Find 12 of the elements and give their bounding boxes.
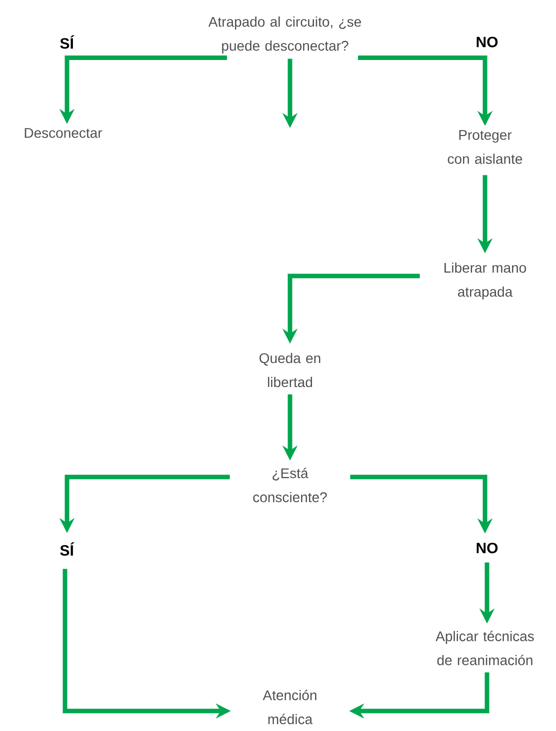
answer-label: NO (476, 542, 498, 554)
step-text: Aplicar técnicas de reanimación (436, 630, 534, 666)
step-text: ¿Está consciente? (253, 468, 327, 502)
step-text: Queda en libertad (260, 352, 320, 388)
step-text: Atención médica (262, 690, 316, 724)
edge-label: SÍ (58, 34, 76, 50)
step-text: Liberar mano atrapada (444, 262, 526, 300)
step-text: Atrapado al circuito, ¿se puede desconectar? (208, 16, 361, 54)
step-text: Desconectar (24, 128, 102, 138)
answer-label: SÍ (60, 542, 74, 556)
step-text: Proteger con aislante (448, 130, 522, 164)
edge-label: NO (474, 36, 500, 48)
